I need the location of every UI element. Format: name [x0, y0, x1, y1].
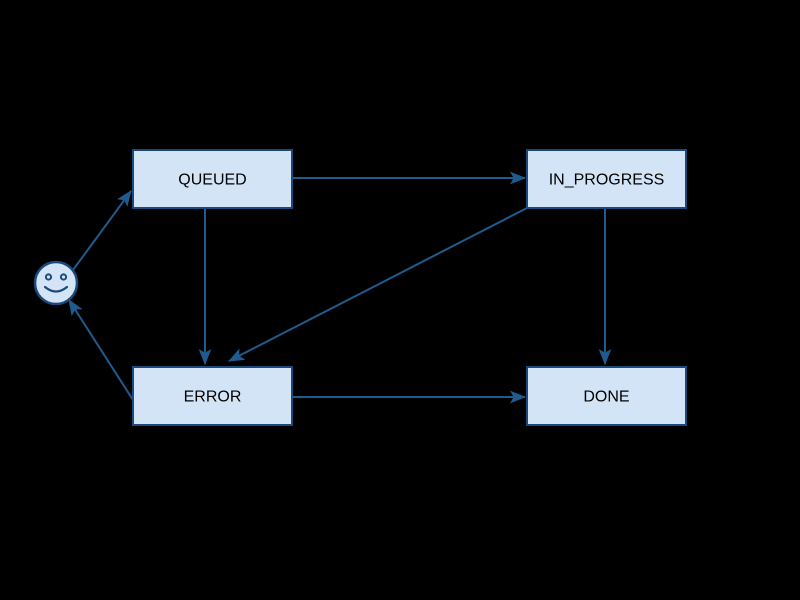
- node-in_progress-box[interactable]: [526, 149, 687, 209]
- edge-in_progress-to-error: [228, 207, 528, 362]
- node-done[interactable]: DONE: [526, 366, 687, 426]
- edge-start-to-queued: [72, 190, 132, 271]
- start-state-circle[interactable]: [33, 260, 79, 306]
- node-in_progress[interactable]: IN_PROGRESS: [526, 149, 687, 209]
- edge-error-to-start: [68, 299, 134, 401]
- edges-layer: [68, 171, 612, 404]
- smiley-face-icon: [43, 273, 69, 293]
- node-error[interactable]: ERROR: [132, 366, 293, 426]
- node-done-box[interactable]: [526, 366, 687, 426]
- node-queued[interactable]: QUEUED: [132, 149, 293, 209]
- start-node[interactable]: [33, 260, 79, 306]
- node-queued-box[interactable]: [132, 149, 293, 209]
- node-error-box[interactable]: [132, 366, 293, 426]
